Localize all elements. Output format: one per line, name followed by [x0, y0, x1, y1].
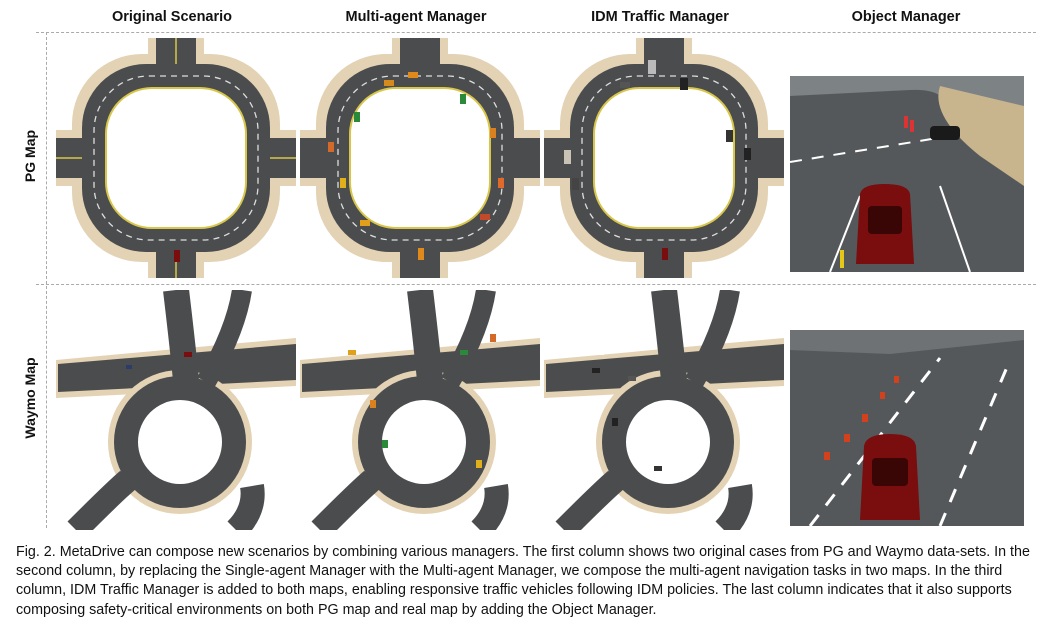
figure-caption: Fig. 2. MetaDrive can compose new scenar… — [16, 544, 1030, 618]
waymo-original-image — [56, 290, 296, 530]
middle-separator — [36, 284, 1036, 285]
waymo-multi-agent-image — [300, 290, 540, 530]
pg-object-manager-image — [790, 76, 1024, 272]
top-separator — [36, 32, 1036, 33]
pg-idm-traffic-image — [544, 38, 784, 278]
pg-multi-agent-image — [300, 38, 540, 278]
column-title-multi-agent: Multi-agent Manager — [345, 9, 487, 25]
column-title-original: Original Scenario — [111, 9, 233, 25]
row-title-pg: PG Map — [22, 129, 38, 183]
vertical-separator — [46, 32, 47, 528]
row-title-waymo: Waymo Map — [22, 357, 38, 439]
waymo-object-manager-image — [790, 330, 1024, 526]
column-title-idm: IDM Traffic Manager — [591, 9, 729, 25]
column-title-object: Object Manager — [851, 9, 961, 25]
waymo-idm-traffic-image — [544, 290, 784, 530]
pg-original-image — [56, 38, 296, 278]
